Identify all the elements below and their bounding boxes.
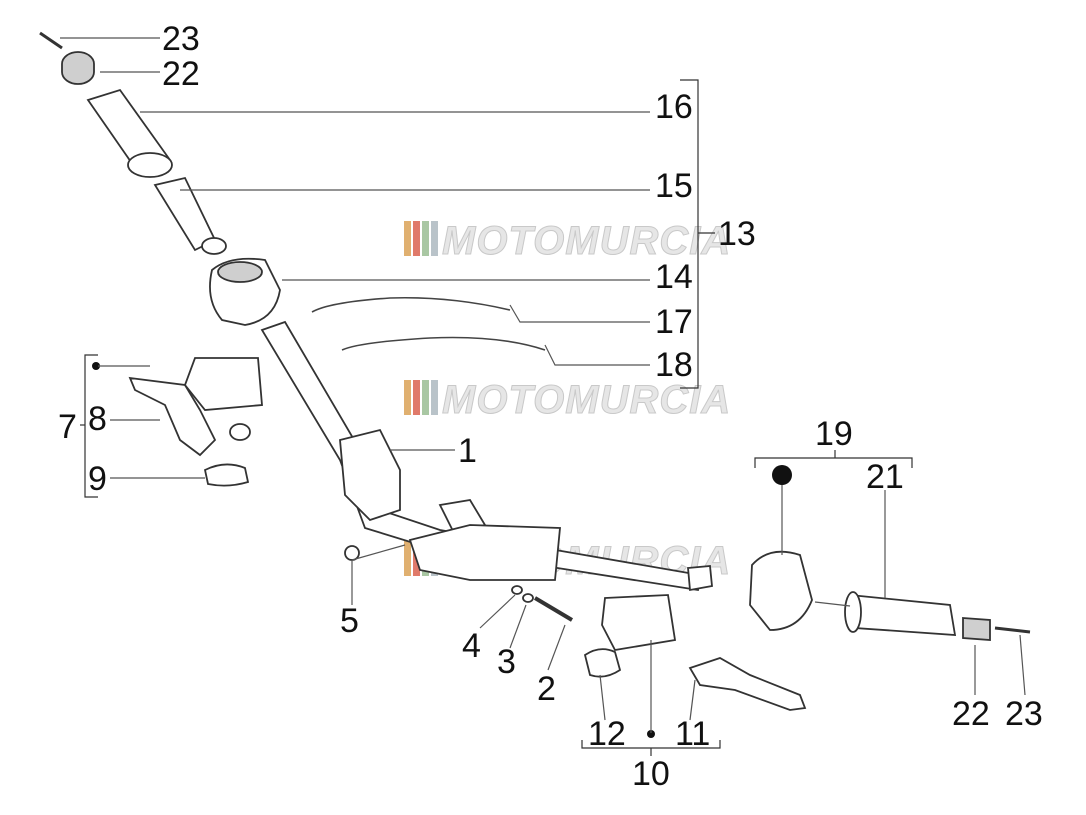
- brackets: [80, 79, 913, 756]
- callout-11: 11: [675, 715, 710, 753]
- right-brake-assembly: [583, 594, 807, 738]
- left-grip-assembly: [39, 31, 227, 255]
- callout-17: 17: [655, 303, 693, 341]
- watermark-text: MOTOMURCIA: [442, 378, 731, 422]
- callout-labels: 23 22 16 15 13 14 17 18 1 7 8 9 5 4 3 2 …: [58, 20, 1043, 793]
- cable-18: [341, 336, 546, 351]
- callout-16: 16: [655, 88, 693, 126]
- callout-22-right: 22: [952, 695, 990, 733]
- watermark-top: MOTOMURCIA: [404, 219, 731, 264]
- left-switch-housing: [209, 257, 281, 326]
- watermark-middle: MOTOMURCIA: [404, 378, 731, 423]
- callout-5: 5: [340, 602, 359, 640]
- callout-12: 12: [588, 715, 626, 753]
- callout-23-top: 23: [162, 20, 200, 58]
- callout-23-right: 23: [1005, 695, 1043, 733]
- callout-10: 10: [632, 755, 670, 793]
- callout-14: 14: [655, 258, 693, 296]
- callout-4: 4: [462, 627, 481, 665]
- callout-18: 18: [655, 346, 693, 384]
- watermark-text: MOTOMURCIA: [442, 219, 731, 263]
- callout-19: 19: [815, 415, 853, 453]
- callout-1: 1: [458, 432, 477, 470]
- leader-lines: [60, 37, 1026, 733]
- callout-15: 15: [655, 167, 693, 205]
- callout-7: 7: [58, 408, 77, 446]
- callout-9: 9: [88, 460, 107, 498]
- left-brake-assembly: [92, 357, 263, 487]
- callout-3: 3: [497, 643, 516, 681]
- handlebar-part: [260, 320, 702, 592]
- cable-17: [311, 296, 511, 313]
- callout-8: 8: [88, 400, 107, 438]
- right-grip-assembly: [844, 591, 1031, 641]
- callout-2: 2: [537, 670, 556, 708]
- callout-13: 13: [718, 215, 756, 253]
- right-switch-housing: [687, 465, 813, 631]
- fasteners: [344, 545, 574, 622]
- callout-21: 21: [866, 458, 904, 496]
- callout-22-top: 22: [162, 55, 200, 93]
